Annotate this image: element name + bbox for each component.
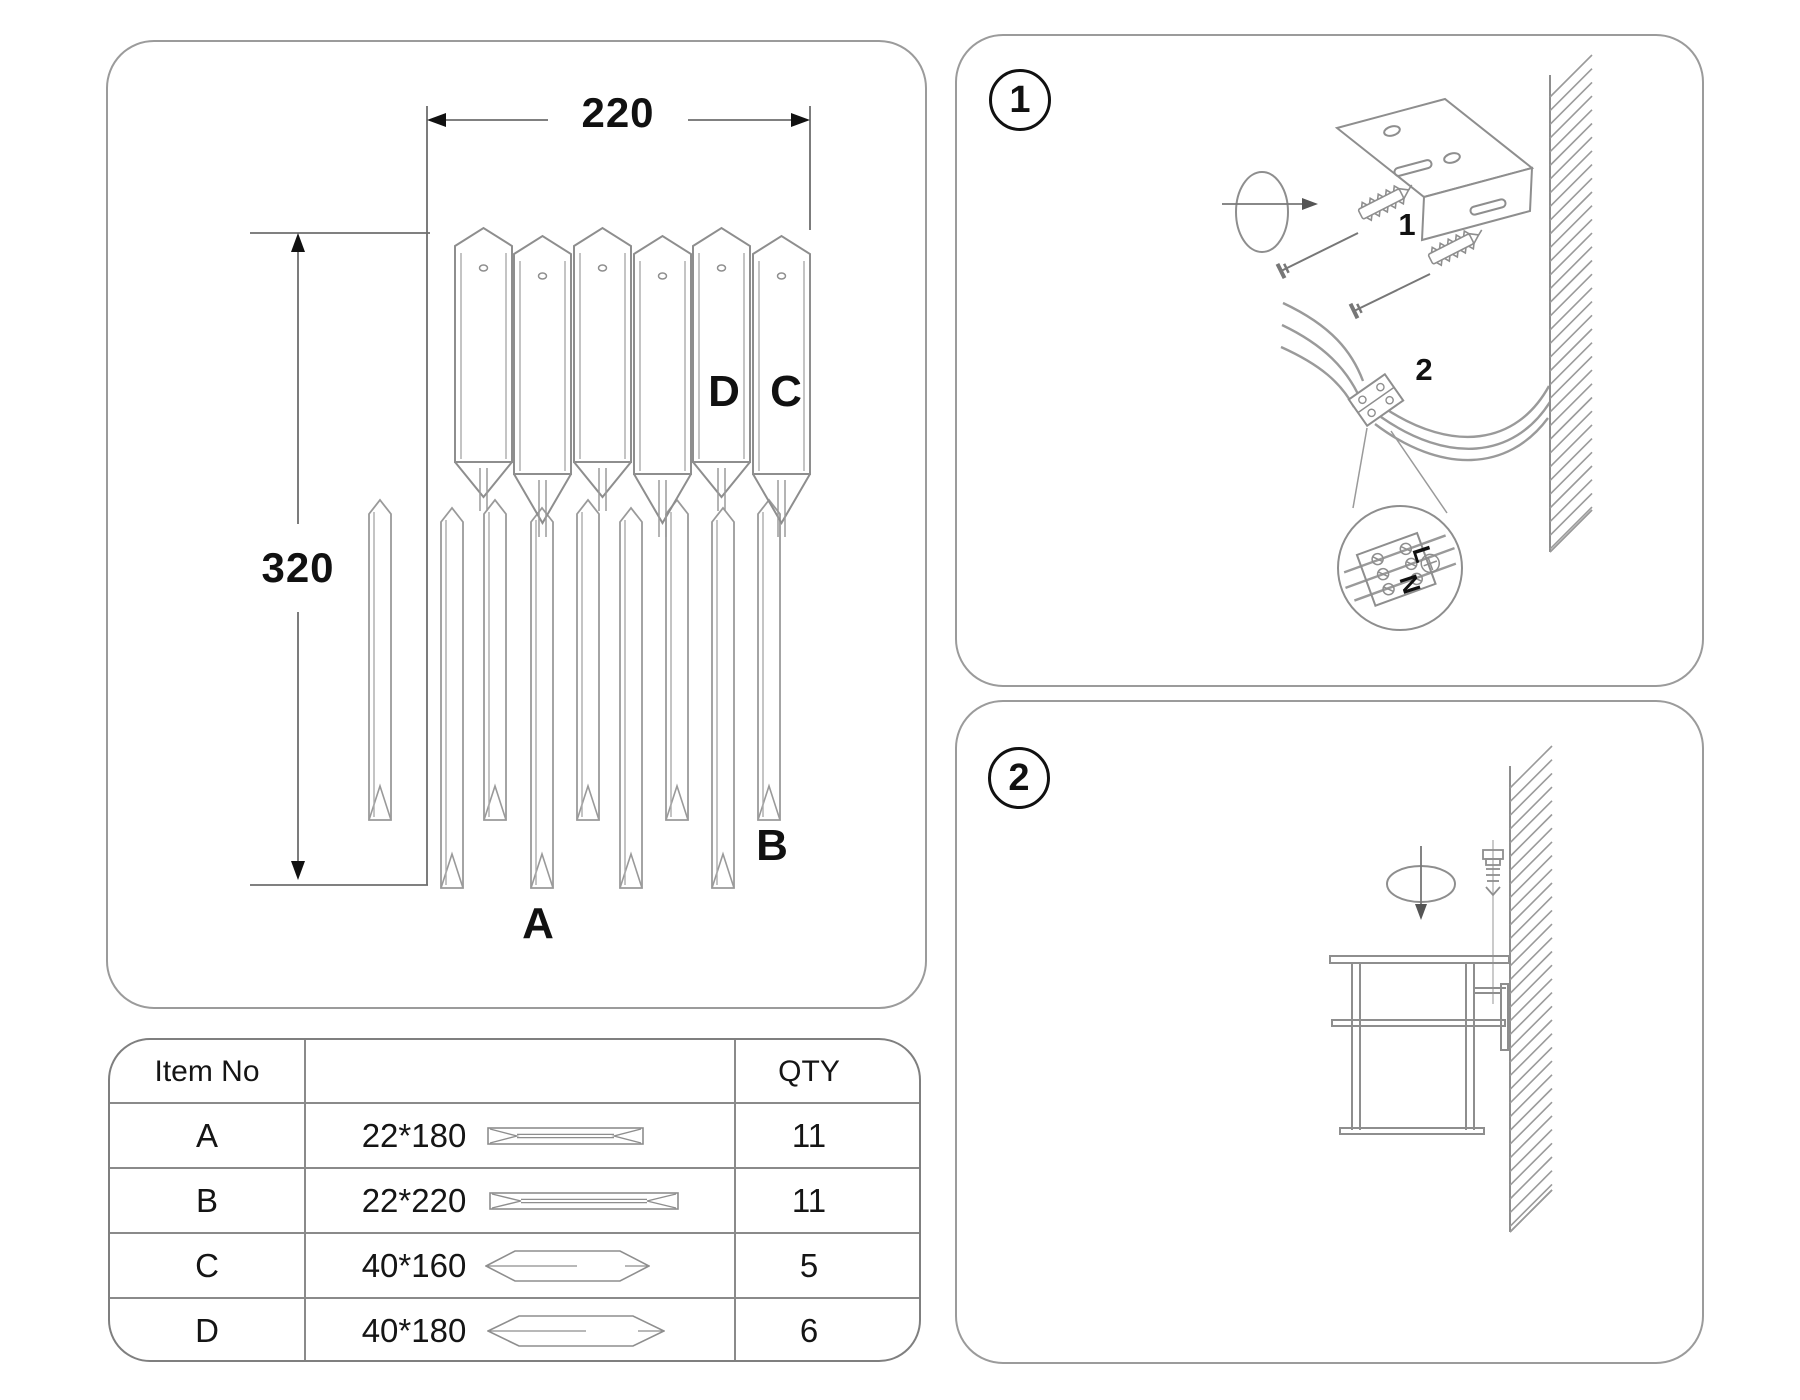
table-row-qty: 6 xyxy=(799,1312,819,1349)
step-1-panel xyxy=(955,34,1704,687)
table-row-size: 22*180 xyxy=(361,1117,467,1154)
table-row-item: B xyxy=(195,1182,218,1219)
step-1-number: 1 xyxy=(989,69,1051,131)
table-row-size: 40*180 xyxy=(361,1312,467,1349)
marker-anchors: 1 xyxy=(1398,207,1416,242)
width-dimension: 220 xyxy=(581,89,655,136)
col-header-item: Item No xyxy=(154,1055,260,1088)
step-1-number-text: 1 xyxy=(1009,78,1031,121)
step-2-number-text: 2 xyxy=(1008,756,1030,799)
parts-table: Item No QTY A 22*180 11 B 22*220 11 C 40… xyxy=(108,1038,921,1362)
height-dimension: 320 xyxy=(261,544,335,591)
table-line xyxy=(110,1232,919,1234)
step-2-panel xyxy=(955,700,1704,1364)
table-row-item: D xyxy=(195,1312,219,1349)
table-line xyxy=(110,1167,919,1169)
table-row-size: 22*220 xyxy=(361,1182,467,1219)
table-row-item: C xyxy=(195,1247,219,1284)
table-line xyxy=(734,1040,736,1360)
crystal-bar-narrow-icon xyxy=(489,1192,679,1210)
table-line xyxy=(110,1297,919,1299)
crystal-bar-narrow-icon xyxy=(487,1127,644,1145)
marker-wiring: 2 xyxy=(1415,352,1433,387)
col-header-qty: QTY xyxy=(778,1055,840,1088)
table-line xyxy=(304,1040,306,1360)
table-row-qty: 11 xyxy=(791,1182,827,1219)
pendant-label-a: A xyxy=(522,899,554,948)
crystal-bar-wide-icon xyxy=(487,1315,665,1347)
crystal-bar-wide-icon xyxy=(485,1250,650,1282)
dimension-panel xyxy=(106,40,927,1009)
table-row-size: 40*160 xyxy=(361,1247,467,1284)
table-line xyxy=(110,1102,919,1104)
table-row-qty: 11 xyxy=(791,1117,827,1154)
pendant-label-d: D xyxy=(708,367,740,416)
table-row-item: A xyxy=(195,1117,218,1154)
pendant-label-c: C xyxy=(770,367,802,416)
table-row-qty: 5 xyxy=(799,1247,819,1284)
pendant-label-b: B xyxy=(756,821,788,870)
step-2-number: 2 xyxy=(988,747,1050,809)
